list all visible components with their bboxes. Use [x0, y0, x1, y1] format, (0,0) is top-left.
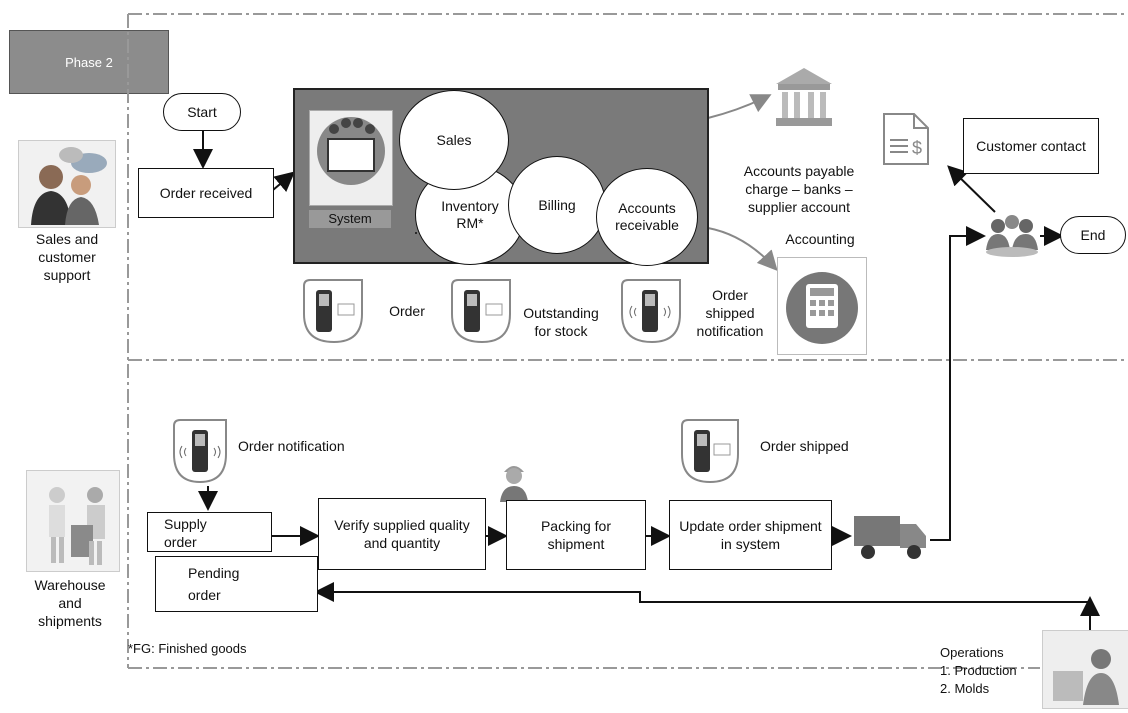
- arrow-group-contact: [947, 165, 996, 213]
- arrow-order-system: [272, 171, 296, 192]
- end-node: End: [1060, 216, 1126, 254]
- mobile-phone-icon: [678, 418, 742, 484]
- order-notification-label: Order: [389, 303, 425, 319]
- arrow-system-bank: [707, 94, 772, 119]
- supply-order-box: Supply order: [147, 512, 272, 552]
- truck-icon: [850, 506, 930, 566]
- computer-icon: [309, 110, 393, 206]
- system-label: System: [309, 210, 391, 228]
- order-shipped-notification-label: Order shipped notification: [696, 287, 764, 339]
- mobile-phone-icon: [170, 418, 230, 484]
- outstanding-stock-label: Outstanding for stock: [523, 305, 599, 339]
- worker-helmet-icon: [492, 458, 536, 502]
- warehouse-worker-icon: [26, 470, 120, 572]
- placeholder: [415, 232, 417, 234]
- sales-circle: Sales: [399, 90, 509, 190]
- svg-text:$: $: [912, 138, 922, 158]
- invoice-dollar-icon: $: [878, 110, 934, 168]
- factory-worker-icon: [1042, 630, 1128, 709]
- mobile-phone-icon: [300, 278, 366, 344]
- arrow-operations-pending: [314, 582, 1091, 630]
- pending-order-box: Pending order: [155, 556, 318, 612]
- bank-icon: [768, 62, 840, 134]
- mobile-phone-icon: [618, 278, 684, 344]
- start-node: Start: [163, 93, 241, 131]
- arrow-truck-group: [930, 226, 986, 541]
- swimlane-borders: [127, 13, 1128, 669]
- verify-box: Verify supplied quality and quantity: [318, 498, 486, 570]
- accounts-receivable-circle: Accounts receivable: [596, 168, 698, 266]
- group-icon: [982, 210, 1040, 258]
- packing-box: Packing for shipment: [506, 500, 646, 570]
- update-box: Update order shipment in system: [669, 500, 832, 570]
- people-chat-icon: [18, 140, 116, 228]
- order-notification-label-2: Order notification: [238, 438, 345, 454]
- accounting-label: Accounting: [785, 231, 855, 247]
- warehouse-label: Warehouse and shipments: [34, 577, 106, 629]
- phase-label: Phase 2: [9, 30, 169, 94]
- customer-contact-box: Customer contact: [963, 118, 1099, 174]
- order-received-box: Order received: [138, 168, 274, 218]
- operations-label: Operations 1. Production 2. Molds: [940, 645, 1017, 696]
- sales-support-label: Sales and customer support: [35, 231, 99, 283]
- calculator-icon: [777, 257, 867, 355]
- footnote: *FG: Finished goods: [128, 641, 247, 656]
- arrow-ar-accounting: [707, 227, 778, 271]
- billing-circle: Billing: [508, 156, 606, 254]
- order-shipped-label: Order shipped: [760, 438, 849, 454]
- mobile-phone-icon: [448, 278, 514, 344]
- accounts-payable-label: Accounts payable charge – banks – suppli…: [743, 163, 855, 215]
